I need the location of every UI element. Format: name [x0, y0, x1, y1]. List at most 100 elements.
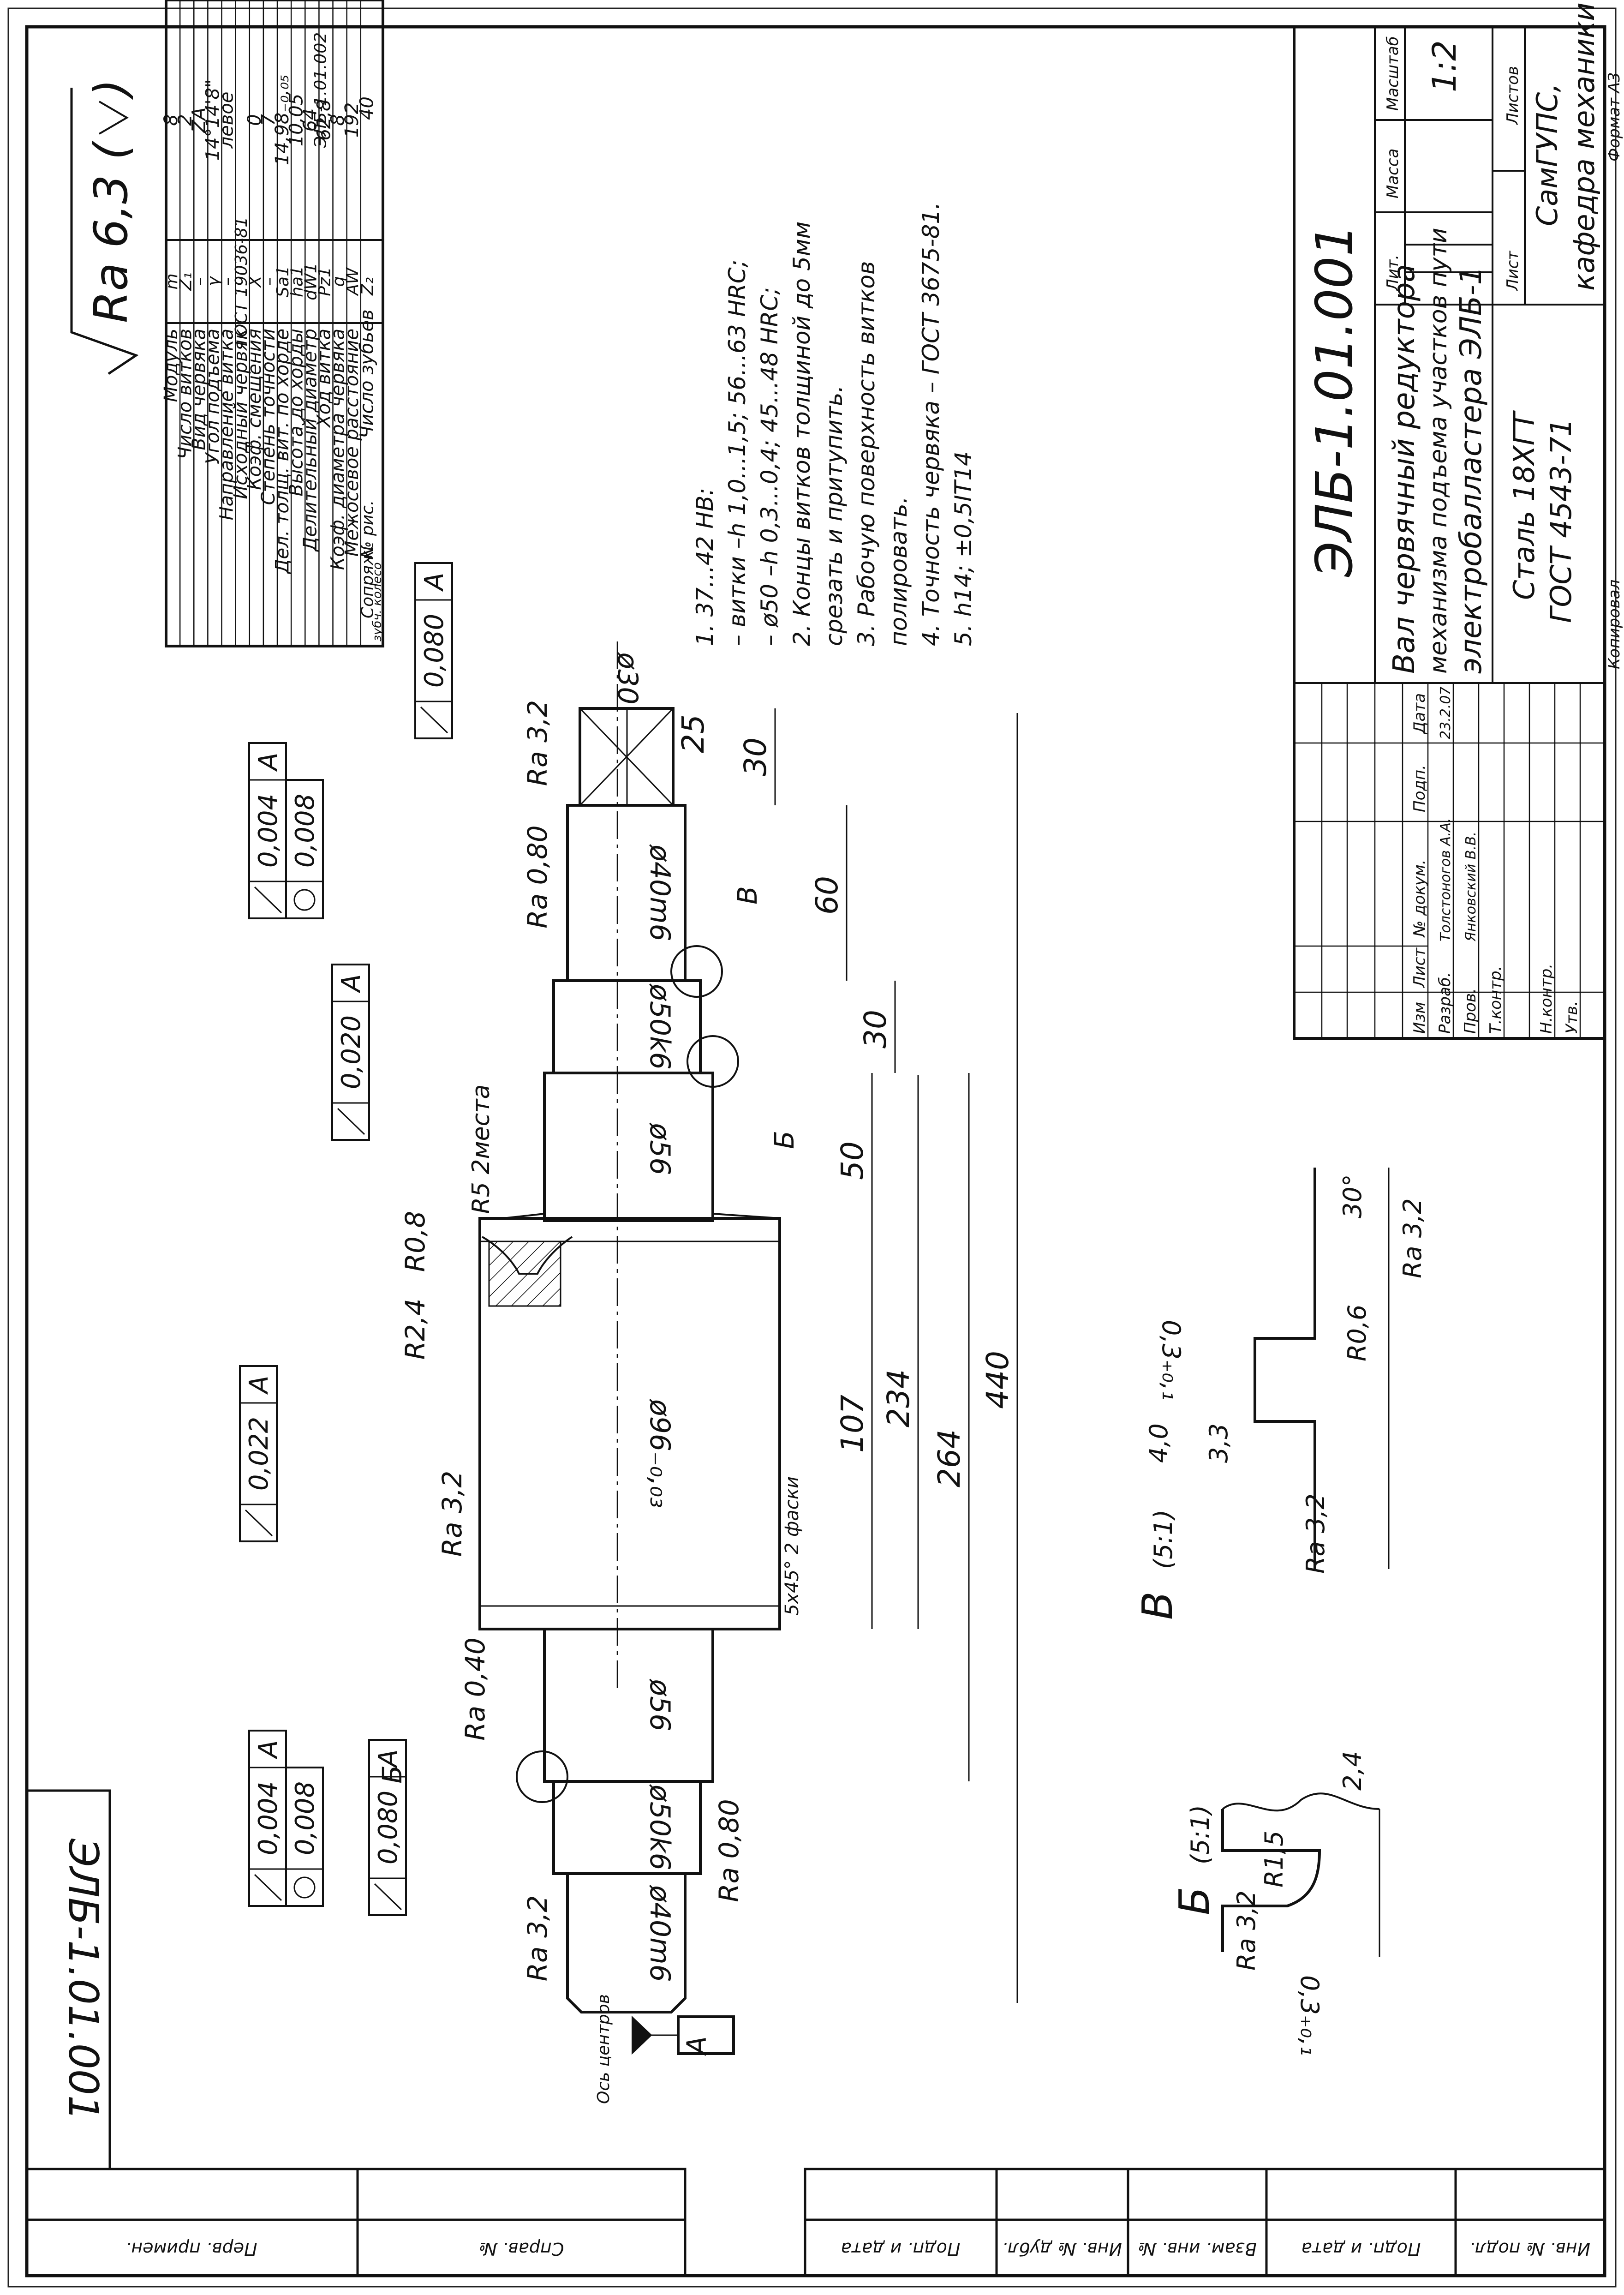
dim-50: 50	[835, 1141, 870, 1180]
detail-v: В (5:1) 4,0 3,3 0,3₊₀,₁ R0,6 Ra 3,2 Ra 3…	[1134, 1168, 1427, 1620]
tb-role-izm: Изм	[1410, 1002, 1429, 1034]
param-symbol: AW	[343, 267, 362, 296]
tb-drawing-number: ЭЛБ-1.01.001	[1305, 224, 1364, 577]
feature-labels: Ra 3,2 Ra 0,80 R5 2места R0,8 R2,4 Ra 3,…	[376, 700, 803, 2104]
dim-30-mid: 30	[858, 1010, 893, 1049]
strip-label-1: Перв. примен.	[125, 2239, 257, 2259]
detail-v-scale: (5:1)	[1149, 1510, 1178, 1569]
param-value: 2	[174, 114, 196, 126]
label-r08: R0,8	[400, 1211, 431, 1272]
label-ra080-top: Ra 0,80	[522, 825, 553, 928]
tb-format: Формат А3	[1605, 72, 1624, 162]
param-name: Межосевое расстояние	[341, 329, 363, 557]
detail-b-radius: R1,5	[1260, 1831, 1289, 1888]
param-symbol: ГОСТ 19036-81	[232, 217, 251, 346]
strip-label-3: Подп. и дата	[841, 2239, 961, 2259]
dim-264: 264	[931, 1429, 967, 1487]
tolerance-value: 0,080	[373, 1791, 403, 1864]
dim-d56-bottom: ø56	[644, 1678, 676, 1731]
param-symbol: q	[329, 276, 348, 287]
note-line: 1. 37...42 HB:	[692, 488, 718, 646]
param-value: 192	[341, 102, 363, 138]
detail-b-dim-03: 0,3₊₀,₁	[1295, 1975, 1324, 2056]
param-symbol: Z₁	[176, 272, 195, 291]
detail-b-roughness: Ra 3,2	[1232, 1890, 1261, 1971]
param-symbol: dW1	[301, 263, 320, 300]
detail-v-dim-03: 0,3₊₀,₁	[1157, 1320, 1186, 1401]
dim-60: 60	[809, 876, 845, 915]
side-strip-labels: Перв. примен. Справ. № Подп. и дата Инв.…	[125, 2239, 1590, 2259]
detail-b-scale: (5:1)	[1186, 1805, 1215, 1864]
tb-sheet-label: Лист	[1504, 251, 1522, 292]
tolerance-datum: A	[373, 1750, 403, 1768]
tb-dev-name: Толстоногов А.А.	[1438, 818, 1454, 941]
tolerance-datum: A	[253, 753, 283, 772]
detail-v-angle: 30°	[1338, 1174, 1367, 1218]
param-name: Коэф. диаметра червяка	[328, 329, 349, 570]
tb-role-sign: Подп.	[1410, 765, 1429, 812]
tolerance-value: 0,004	[253, 1781, 283, 1855]
tolerance-frame: 0,080 A	[368, 1739, 407, 1916]
tb-row-dev: Разраб.	[1436, 972, 1454, 1034]
param-value: 64	[299, 108, 321, 132]
tolerance-value-2: 0,008	[290, 1781, 320, 1855]
param-symbol: –	[190, 277, 209, 286]
bottom-strip	[25, 2168, 1606, 2277]
note-line: 3. Рабочую поверхность витков	[853, 261, 880, 646]
param-symbol: –	[218, 277, 237, 286]
param-name: Дел. толщ. вит. по хорде	[272, 329, 293, 575]
note-line: полировать.	[885, 496, 912, 646]
title-block: Изм Лист № докум. Подп. Дата Разраб. Про…	[1293, 2, 1624, 1040]
param-name: Делительный диаметр	[299, 329, 321, 552]
tb-scale-label: Масштаб	[1384, 36, 1402, 111]
note-line: – ø50 –h 0,3...0,4; 45...48 HRC;	[756, 287, 783, 646]
label-chamfer: 5x45° 2 фаски	[782, 1476, 803, 1616]
detail-v-roughness-2: Ra 3,2	[1301, 1493, 1330, 1574]
tb-mass-label: Масса	[1384, 149, 1402, 198]
param-name: Исходный червяк	[230, 329, 251, 499]
mate-cell: 40	[356, 96, 377, 120]
strip-label-2: Справ. №	[479, 2239, 564, 2259]
param-name: Направление витка	[216, 329, 238, 520]
param-value: левое	[216, 92, 238, 149]
param-name: Высота до хорды	[286, 329, 307, 497]
label-r24: R2,4	[400, 1299, 431, 1360]
tb-row-chk: Пров.	[1461, 988, 1480, 1034]
tb-chk-name: Янковский В.В.	[1463, 832, 1479, 942]
dim-234: 234	[881, 1369, 916, 1427]
svg-text:Ra 6,3 (: Ra 6,3 (	[84, 140, 138, 323]
mate-cell: Z₂	[358, 277, 377, 296]
tolerance-datum: A	[336, 974, 366, 993]
note-line: 5. h14; ±0,5IT14	[950, 451, 977, 646]
param-symbol: m	[162, 273, 181, 289]
length-dimensions	[774, 708, 1018, 2003]
detail-b: Б (5:1) R1,5 Ra 3,2 2,4 0,3₊₀,₁	[1170, 1751, 1380, 2056]
param-symbol: –	[260, 277, 279, 286]
tb-row-tech: Т.контр.	[1487, 966, 1505, 1034]
param-symbol: Sa1	[274, 266, 293, 297]
param-name: Число витков	[174, 329, 196, 459]
label-mark-v: В	[732, 886, 763, 905]
tb-sheets-label: Листов	[1504, 66, 1522, 126]
param-value: 10,05	[286, 94, 307, 147]
param-name: Вид червяка	[188, 329, 209, 450]
tb-org-2: кафедра механики	[1567, 2, 1601, 291]
note-line: – витки –h 1,0...1,5; 56...63 HRC;	[724, 259, 751, 646]
dim-440: 440	[980, 1351, 1015, 1409]
tb-copied: Копировал	[1605, 580, 1624, 669]
detail-v-radius: R0,6	[1343, 1305, 1372, 1361]
tolerance-value: 0,004	[253, 794, 283, 868]
length-labels: 440 264 234 107 50 30 60 30 25	[675, 714, 1015, 1487]
tb-role-list: Лист	[1410, 947, 1429, 989]
tb-material-2: ГОСТ 4543-71	[1544, 419, 1578, 623]
detail-b-dim-24: 2,4	[1338, 1751, 1367, 1791]
tb-date: 23.2.07	[1438, 686, 1454, 739]
label-datum-a: A	[681, 2036, 712, 2056]
drawing-number-rotated: ЭЛБ-1.01.001	[60, 1838, 107, 2121]
param-symbol: X	[246, 275, 265, 288]
param-name: Угол подъема	[203, 329, 224, 464]
